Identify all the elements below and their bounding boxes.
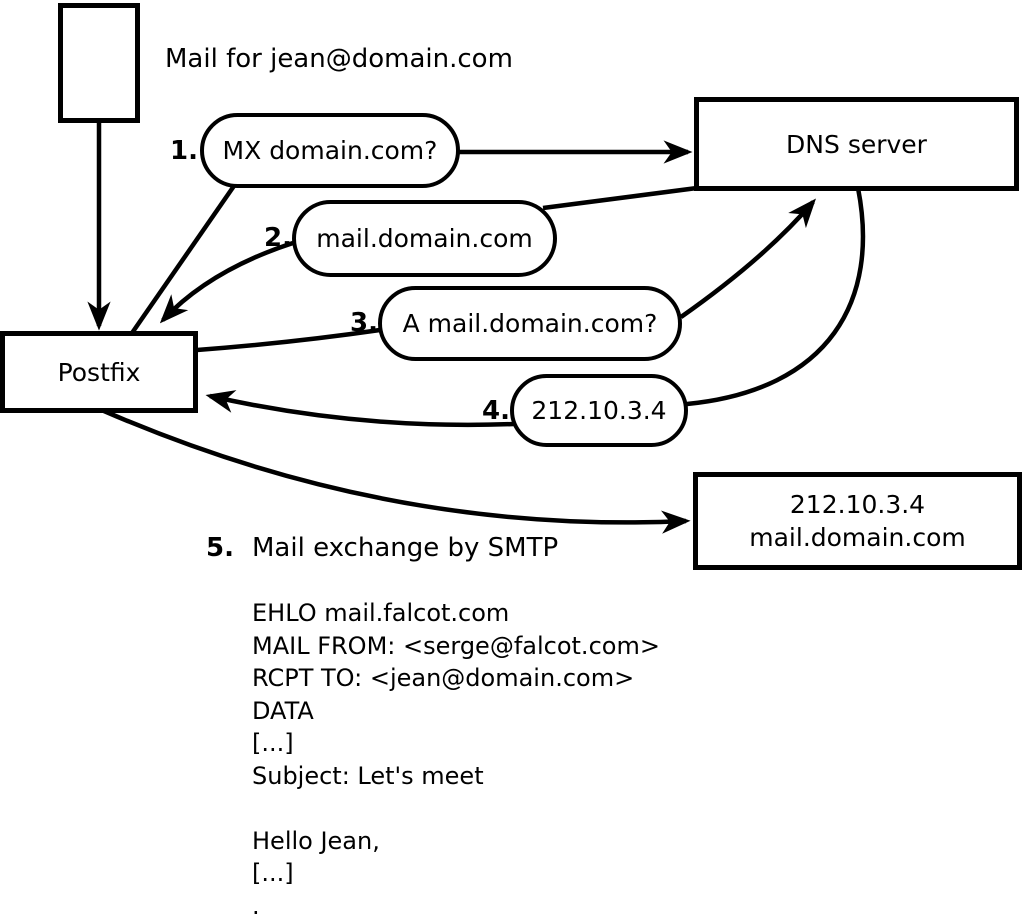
postfix-label: Postfix bbox=[57, 357, 141, 387]
mail-server-hostname: mail.domain.com bbox=[749, 523, 966, 552]
line-dns-to-answer4 bbox=[686, 187, 866, 407]
line-dns-to-answer2 bbox=[542, 185, 698, 211]
line-postfix-to-query1 bbox=[130, 181, 238, 335]
smtp-line: EHLO mail.falcot.com bbox=[252, 599, 510, 627]
smtp-line: . bbox=[252, 891, 260, 919]
smtp-line: RCPT TO: <jean@domain.com> bbox=[252, 664, 635, 692]
postfix-node: Postfix bbox=[0, 331, 198, 413]
mail-server-ip: 212.10.3.4 bbox=[789, 490, 926, 519]
answer-bubble-4-label: 212.10.3.4 bbox=[531, 396, 667, 425]
mail-server-node: 212.10.3.4 mail.domain.com bbox=[693, 472, 1022, 570]
smtp-line: Subject: Let's meet bbox=[252, 761, 484, 790]
dns-server-node: DNS server bbox=[694, 97, 1019, 191]
smtp-line: DATA bbox=[252, 696, 314, 725]
answer-bubble-2-label: mail.domain.com bbox=[316, 224, 533, 253]
query-bubble-3-label: A mail.domain.com? bbox=[402, 309, 658, 338]
step-number-2: 2. bbox=[264, 223, 292, 253]
arrow-postfix-to-mailserver-smtp bbox=[103, 408, 691, 534]
query-bubble-3: A mail.domain.com? bbox=[378, 286, 682, 361]
query-bubble-1-label: MX domain.com? bbox=[222, 136, 438, 165]
query-bubble-1: MX domain.com? bbox=[200, 113, 460, 188]
step5-label: Mail exchange by SMTP bbox=[252, 533, 559, 563]
smtp-line: Hello Jean, bbox=[252, 826, 380, 855]
smtp-line: [...] bbox=[252, 729, 294, 757]
line-postfix-to-query3 bbox=[196, 327, 381, 353]
smtp-line: MAIL FROM: <serge@falcot.com> bbox=[252, 631, 660, 660]
step-number-1: 1. bbox=[170, 136, 198, 166]
smtp-session-block: EHLO mail.falcot.com MAIL FROM: <serge@f… bbox=[252, 597, 772, 919]
dns-server-label: DNS server bbox=[786, 129, 927, 159]
arrow-answer2-to-postfix bbox=[159, 240, 294, 324]
smtp-line: [...] bbox=[252, 859, 294, 887]
answer-bubble-2: mail.domain.com bbox=[292, 200, 557, 277]
answer-bubble-4: 212.10.3.4 bbox=[510, 374, 688, 447]
smtp-line bbox=[252, 792, 772, 825]
diagram-title: Mail for jean@domain.com bbox=[165, 44, 513, 74]
arrow-answer4-to-postfix bbox=[205, 390, 515, 428]
arrow-query3-to-dns bbox=[679, 198, 816, 319]
step-number-3: 3. bbox=[350, 308, 378, 338]
step-number-5: 5. bbox=[206, 533, 234, 563]
step-number-4: 4. bbox=[482, 396, 510, 426]
mail-message-node bbox=[58, 3, 140, 123]
